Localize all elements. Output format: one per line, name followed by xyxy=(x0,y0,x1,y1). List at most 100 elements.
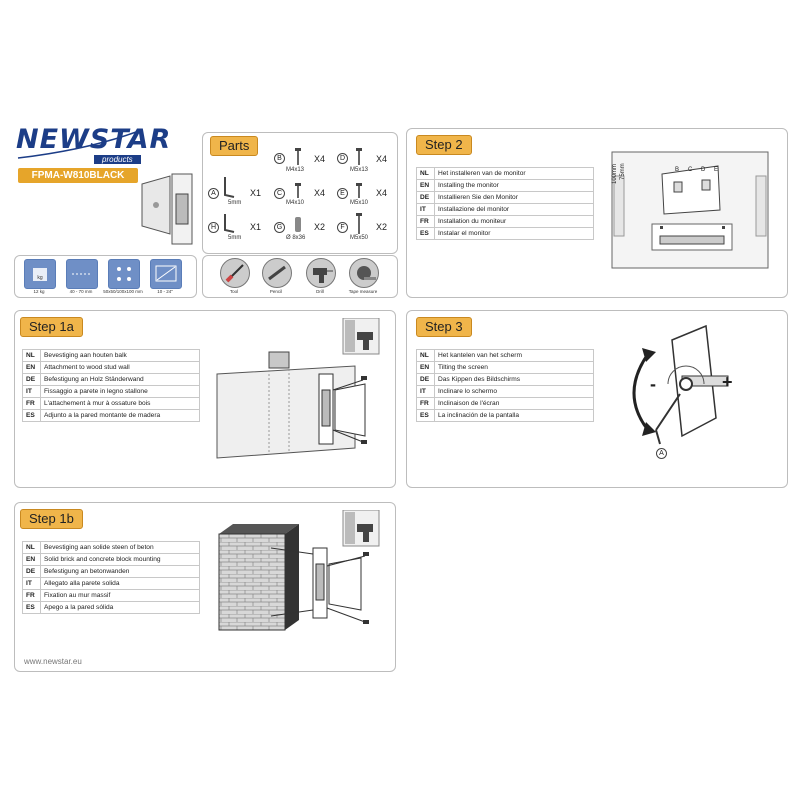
part-size: M5x10 xyxy=(350,200,369,206)
allen-key-icon xyxy=(224,214,235,233)
logo-swoosh-icon xyxy=(17,131,137,159)
lang-code: FR xyxy=(22,397,41,410)
lang-code: EN xyxy=(416,179,435,192)
tilt-plus-label: + xyxy=(722,372,733,392)
lang-code: IT xyxy=(416,385,435,398)
lang-code: IT xyxy=(416,203,435,216)
part-qty: X2 xyxy=(376,222,388,232)
screw-icon xyxy=(356,213,362,234)
feature-caption: 10 - 24" xyxy=(157,289,173,294)
lang-code: ES xyxy=(416,409,435,422)
lang-code: EN xyxy=(22,553,41,566)
part-qty: X4 xyxy=(376,188,388,198)
screw-icon xyxy=(295,148,301,165)
part-size: M5x50 xyxy=(350,235,369,241)
screw-icon xyxy=(356,148,362,165)
part-size: M4x13 xyxy=(286,167,305,173)
screw-icon xyxy=(356,183,362,198)
part-letter: H xyxy=(208,222,219,233)
screw-label: E xyxy=(714,167,719,173)
lang-text: Fixation au mur massif xyxy=(40,589,200,602)
weight-icon: kg xyxy=(24,259,56,289)
drill-icon xyxy=(306,258,336,288)
part-qty: X4 xyxy=(314,188,326,198)
lang-code: DE xyxy=(416,191,435,204)
step2-title: Step 2 xyxy=(416,135,472,155)
tool-caption: Tool xyxy=(229,289,239,294)
lang-text: Tilting the screen xyxy=(434,361,594,374)
lang-code: NL xyxy=(22,541,41,554)
part-size: 5mm xyxy=(228,235,242,241)
screw-icon xyxy=(295,183,301,198)
svg-text:kg: kg xyxy=(37,275,43,281)
wall-plug-icon xyxy=(295,217,301,232)
part-letter: G xyxy=(274,222,285,233)
lang-code: NL xyxy=(416,167,435,180)
lang-text: Befestigung an Holz Ständerwand xyxy=(40,373,200,386)
tape-measure-icon xyxy=(349,258,379,288)
lang-text: Apego a la pared sólida xyxy=(40,601,200,614)
lang-code: DE xyxy=(416,373,435,386)
lang-text: Installieren Sie den Monitor xyxy=(434,191,594,204)
dim-label: 100mm xyxy=(612,163,618,184)
logo-text: NEWSTAR xyxy=(16,124,172,155)
lang-text: Installation du moniteur xyxy=(434,215,594,228)
lang-code: DE xyxy=(22,373,41,386)
lang-code: DE xyxy=(22,565,41,578)
lang-text: Solid brick and concrete block mounting xyxy=(40,553,200,566)
lang-text: Bevestiging aan houten balk xyxy=(40,349,200,362)
lang-text: Instalar el monitor xyxy=(434,227,594,240)
part-letter: F xyxy=(337,222,348,233)
lang-code: EN xyxy=(416,361,435,374)
lang-text: Das Kippen des Bildschirms xyxy=(434,373,594,386)
lang-text: Attachment to wood stud wall xyxy=(40,361,200,374)
lang-text: Befestigung an betonwanden xyxy=(40,565,200,578)
lang-text: Bevestiging aan solide steen of beton xyxy=(40,541,200,554)
lang-code: FR xyxy=(416,397,435,410)
allen-key-icon xyxy=(224,177,235,198)
part-letter: A xyxy=(208,188,219,199)
step2-illustration xyxy=(611,151,769,269)
step1a-title: Step 1a xyxy=(20,317,83,337)
feature-caption: 50x50/100x100 mm xyxy=(103,289,143,294)
part-size: M5x13 xyxy=(350,167,369,173)
vesa-icon xyxy=(108,259,140,289)
lang-text: Allegato alla parete solida xyxy=(40,577,200,590)
part-size: 5mm xyxy=(228,200,242,206)
lang-code: ES xyxy=(416,227,435,240)
tool-caption: Drill xyxy=(316,289,324,294)
lang-text: Inclinare lo schermo xyxy=(434,385,594,398)
part-size: M4x10 xyxy=(286,200,305,206)
parts-title: Parts xyxy=(210,136,259,156)
step1b-illustration xyxy=(218,510,380,631)
feature-caption: 12 kg xyxy=(33,289,45,294)
logo-subtext: products xyxy=(94,155,141,164)
tilt-minus-label: - xyxy=(650,374,656,394)
lang-text: Het kantelen van het scherm xyxy=(434,349,594,362)
lang-code: FR xyxy=(416,215,435,228)
lang-text: L'attachement à mur à ossature bois xyxy=(40,397,200,410)
screw-label: C xyxy=(688,167,693,173)
part-qty: X1 xyxy=(250,222,262,232)
model-badge: FPMA-W810BLACK xyxy=(18,168,138,183)
